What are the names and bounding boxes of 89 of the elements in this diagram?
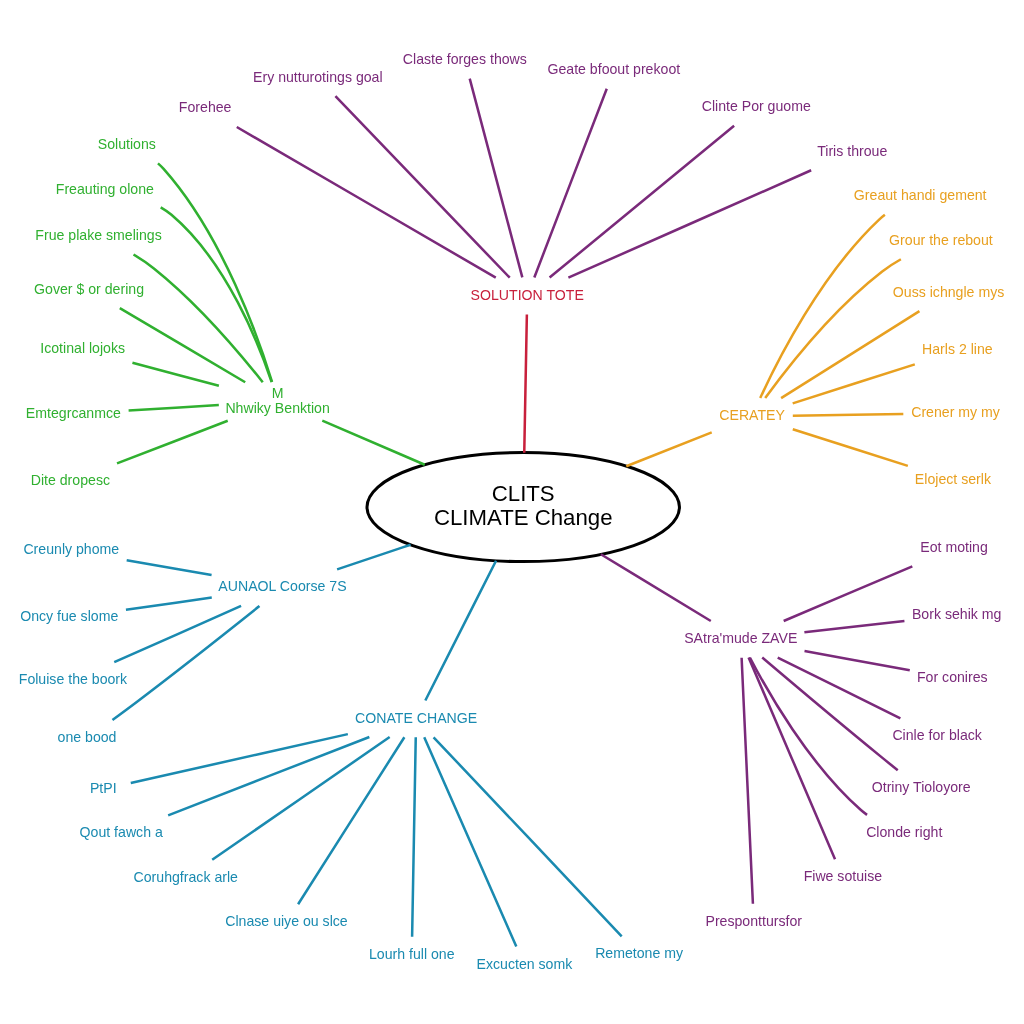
node-text: Creunly phome: [23, 540, 120, 557]
node-text: Clonde right: [866, 823, 943, 840]
connector: [424, 559, 498, 701]
connector: [211, 735, 391, 861]
connector: [780, 309, 921, 399]
node-text: Excucten somk: [476, 955, 573, 972]
connector: [160, 205, 273, 383]
node-text: CERATEY: [719, 406, 785, 423]
node-text: Foluise the boork: [18, 670, 128, 687]
node-text: Gover $ or dering: [34, 280, 145, 297]
node-ellipse: CLITS CLIMATE Change: [365, 450, 681, 563]
node-text: Qout fawch a: [79, 823, 163, 840]
node-text: Harls 2 line: [922, 340, 993, 357]
connector: [759, 213, 886, 399]
node-text: Eot moting: [920, 538, 988, 555]
node-text: Ouss ichngle mys: [892, 283, 1005, 300]
connector: [567, 168, 812, 279]
connector: [468, 77, 524, 278]
node-text: Freauting olone: [55, 180, 154, 197]
connector: [432, 735, 623, 937]
node-text: Otriny Tioloyore: [871, 778, 971, 795]
connector: [321, 419, 426, 466]
connector: [132, 361, 220, 387]
connector: [548, 124, 735, 278]
node-text: Crener my my: [911, 403, 1000, 420]
connector: [128, 403, 219, 412]
connector: [747, 656, 837, 860]
connector: [740, 657, 755, 904]
node-text: Cinle for black: [892, 726, 982, 743]
node-text: SOLUTION TOTE: [470, 286, 584, 303]
connector: [792, 362, 916, 405]
connector: [600, 552, 712, 622]
node-text: Clnase uiye ou slce: [225, 912, 348, 929]
connector: [625, 430, 713, 467]
connector: [764, 257, 902, 399]
node-text: Claste forges thows: [402, 50, 527, 67]
node-text: Clinte Por guome: [701, 97, 811, 114]
connector: [748, 656, 868, 816]
connector: [783, 564, 913, 622]
node-text: Eloject serlk: [914, 470, 992, 487]
node-text: Icotinal lojoks: [40, 339, 126, 356]
node-text: AUNAOL Coorse 7S: [218, 577, 347, 594]
connector: [130, 732, 349, 784]
connector: [236, 125, 497, 279]
connector: [336, 543, 411, 571]
node-text: M Nhwiky Benktion: [225, 384, 330, 416]
node-text: Frue plake smelings: [35, 226, 162, 243]
node-text: Fiwe sotuise: [803, 867, 883, 884]
connector: [777, 655, 901, 719]
node-text: Remetone my: [595, 944, 684, 961]
connector: [157, 161, 274, 382]
connector: [423, 736, 518, 947]
connector: [410, 736, 417, 937]
node-text: Lourh full one: [368, 945, 455, 962]
connector: [113, 604, 242, 663]
connector: [126, 558, 212, 576]
node-text: SAtra'mude ZAVE: [684, 629, 798, 646]
node-text: Greaut handi gement: [853, 186, 987, 203]
node-text: Coruhgfrack arle: [133, 868, 238, 885]
connector: [804, 619, 905, 633]
connector: [167, 735, 370, 816]
connector: [533, 87, 608, 278]
node-text: For conires: [917, 668, 988, 685]
node-text: Ery nutturotings goal: [253, 68, 383, 85]
connector: [297, 736, 406, 905]
node-text: Dite dropesc: [30, 471, 111, 488]
connector: [792, 427, 909, 467]
connector: [132, 252, 264, 383]
connector: [761, 656, 899, 771]
connector: [111, 604, 261, 721]
connector: [125, 595, 212, 611]
connector: [804, 649, 910, 672]
node-text: Solutions: [97, 135, 156, 152]
node-text: Emtegrcanmce: [25, 404, 121, 421]
connector: [116, 419, 229, 465]
node-text: PtPI: [89, 779, 117, 796]
node-text: Oncy fue slome: [20, 607, 119, 624]
node-text: one bood: [57, 728, 117, 745]
node-text: Geate bfoout prekoot: [547, 60, 681, 77]
connector: [523, 313, 529, 453]
node-text: Bork sehik mg: [911, 605, 1002, 622]
connector: [792, 412, 904, 417]
node-text: Tiris throue: [817, 142, 888, 159]
connector: [119, 306, 246, 383]
node-text: Grour the rebout: [889, 231, 993, 248]
connector: [334, 94, 511, 279]
node-text: CONATE CHANGE: [355, 709, 478, 726]
node-text: Presponttursfor: [705, 912, 803, 929]
node-text: Forehee: [178, 98, 232, 115]
